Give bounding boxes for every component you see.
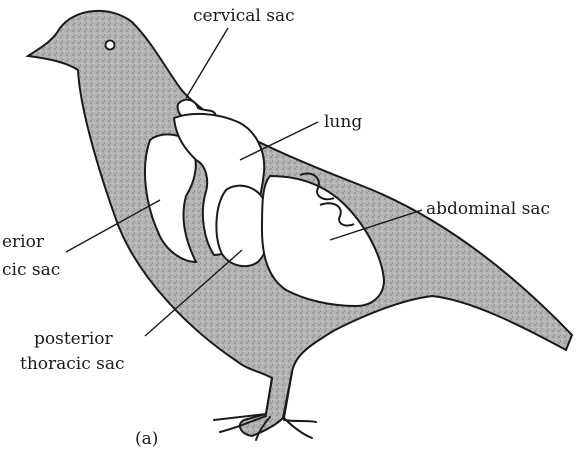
label-posterior-thoracic-sac-line2: thoracic sac <box>20 354 125 374</box>
label-lung: lung <box>324 112 362 132</box>
label-abdominal-sac: abdominal sac <box>426 199 550 219</box>
figure-tag: (a) <box>135 429 158 449</box>
eye <box>106 41 115 50</box>
label-cervical-sac: cervical sac <box>193 6 295 26</box>
label-posterior-thoracic-sac-line1: posterior <box>34 329 114 349</box>
label-anterior-thoracic-sac-line2: cic sac <box>2 260 60 280</box>
label-anterior-thoracic-sac-line1: erior <box>2 232 45 252</box>
leader-cervical-sac <box>186 28 228 98</box>
